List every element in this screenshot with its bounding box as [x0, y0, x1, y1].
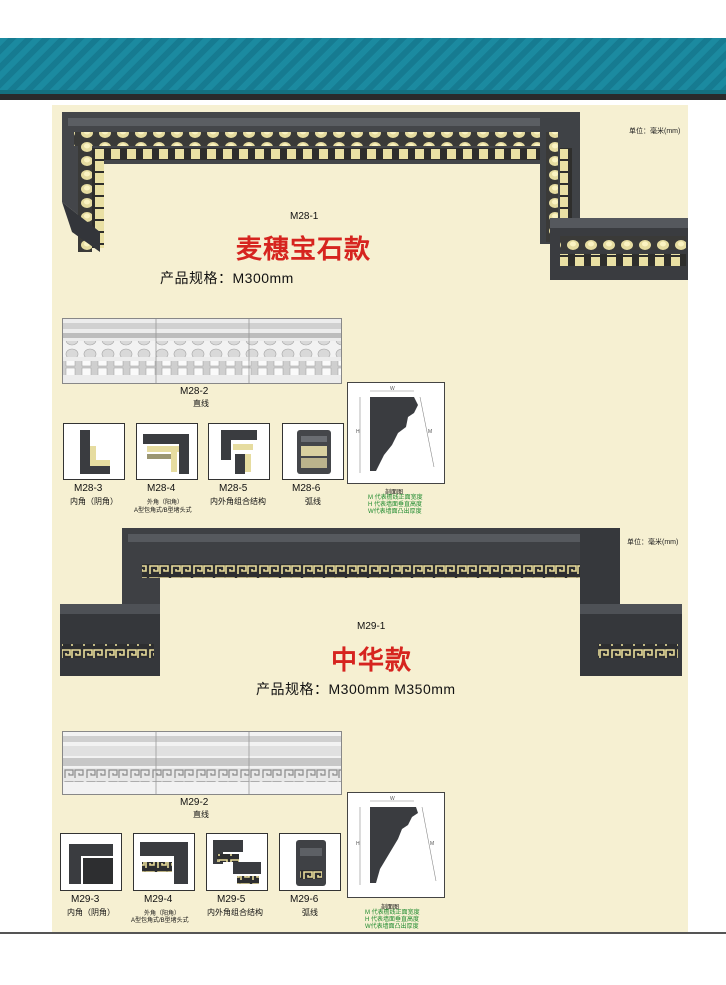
dim-h: H [356, 429, 360, 435]
variant-label: 内角（阴角） [67, 908, 115, 917]
variant-code: M29-4 [144, 894, 173, 905]
section-drawing: W H M [347, 792, 445, 898]
variant-code: M28-5 [219, 483, 248, 494]
variant-combined-corner-image [206, 833, 268, 891]
straight-label: 直线 [193, 810, 209, 819]
header-band-shadow [0, 94, 726, 100]
product-code: M29-1 [357, 621, 386, 632]
variant-code: M28-4 [147, 483, 176, 494]
product-spec: 产品规格：M300mm [160, 270, 294, 286]
header-band [0, 38, 726, 90]
product-code: M28-1 [290, 211, 319, 222]
straight-molding-image [62, 318, 342, 384]
section-label: 剖面图 [381, 905, 400, 911]
variant-label: 弧线 [302, 908, 318, 917]
variant-label-secondary: A型包角式/B型堵头式 [134, 508, 192, 514]
dim-w: W [390, 796, 395, 802]
unit-note: 单位：毫米(mm) [629, 128, 681, 135]
section-note: W代表墙面凸出厚度 [368, 509, 422, 515]
unit-note: 单位：毫米(mm) [627, 539, 679, 546]
dim-w: W [390, 386, 395, 392]
variant-code: M28-6 [292, 483, 321, 494]
variant-label: 弧线 [305, 497, 321, 506]
variant-outer-corner-image [133, 833, 195, 891]
section-note: H 代表墙面垂直高度 [365, 917, 420, 923]
product-title: 中华款 [331, 646, 413, 676]
variant-label: 内外角组合结构 [210, 497, 266, 506]
straight-label: 直线 [193, 399, 209, 408]
section-drawing: W H M [347, 382, 445, 484]
dim-m: M [430, 841, 434, 847]
variant-code: M29-6 [290, 894, 319, 905]
straight-molding-image [62, 731, 342, 795]
dim-m: M [428, 429, 432, 435]
section-note: H 代表墙面垂直高度 [368, 502, 423, 508]
product-spec: 产品规格：M300mm M350mm [256, 681, 456, 697]
variant-label: 内外角组合结构 [207, 908, 263, 917]
variant-inner-corner-image [63, 423, 125, 480]
variant-outer-corner-image [136, 423, 198, 480]
straight-code: M28-2 [180, 386, 209, 397]
section-note: M 代表檐线正面宽度 [365, 910, 420, 916]
variant-arc-image [282, 423, 344, 480]
m28-hero-image [62, 112, 688, 280]
variant-label: 外角（阳角） [144, 911, 181, 917]
variant-label-secondary: A型包角式/B型堵头式 [131, 918, 189, 924]
variant-label: 外角（阳角） [147, 500, 184, 506]
section-note: M 代表檐线正面宽度 [368, 495, 423, 501]
m29-hero-image [60, 528, 682, 676]
straight-code: M29-2 [180, 797, 209, 808]
product-title: 麦穗宝石款 [236, 235, 372, 265]
variant-arc-image [279, 833, 341, 891]
section-label: 剖面图 [385, 490, 404, 496]
variant-code: M29-5 [217, 894, 246, 905]
dim-h: H [356, 841, 360, 847]
variant-combined-corner-image [208, 423, 270, 480]
variant-inner-corner-image [60, 833, 122, 891]
variant-label: 内角（阴角） [70, 497, 118, 506]
section-note: W代表墙面凸出厚度 [365, 924, 419, 930]
footer-rule [0, 932, 726, 934]
header-band-edge [0, 90, 726, 94]
variant-code: M29-3 [71, 894, 100, 905]
variant-code: M28-3 [74, 483, 103, 494]
